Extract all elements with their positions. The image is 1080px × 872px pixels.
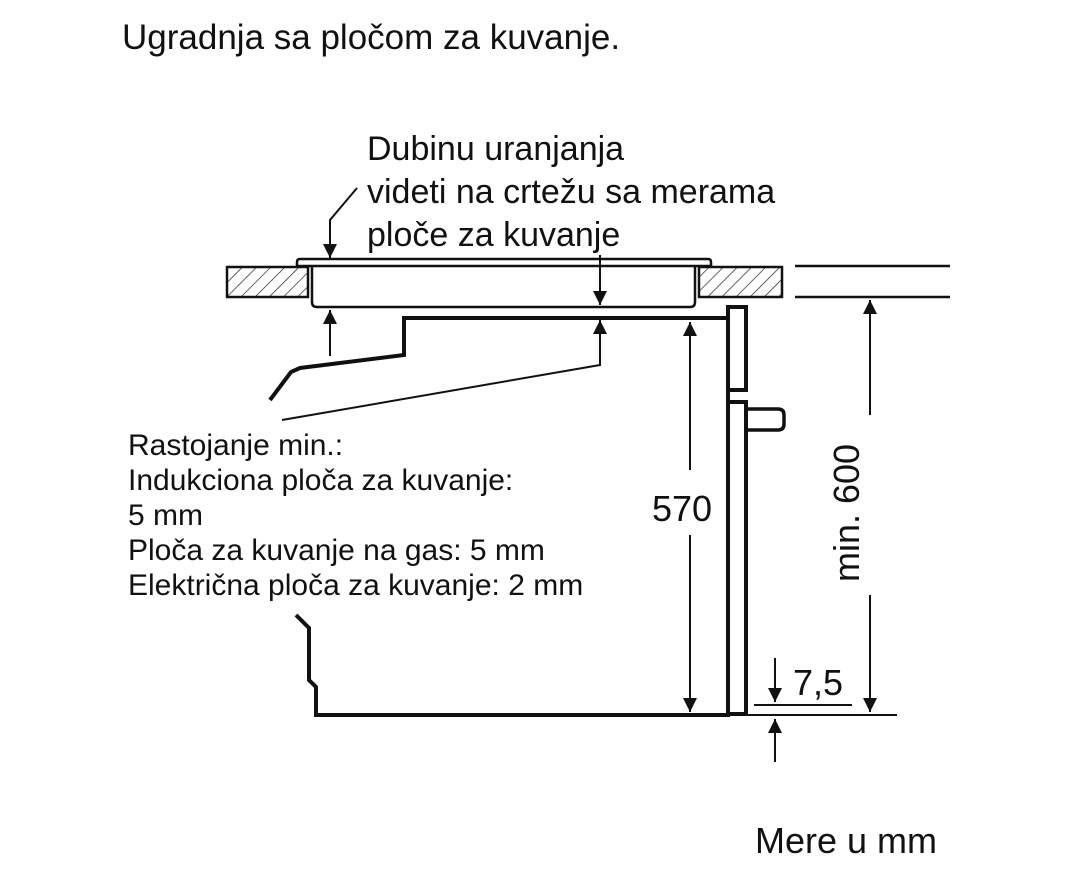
oven <box>268 305 786 717</box>
note-line: ploče za kuvanje <box>367 216 621 254</box>
note-line: Električna ploča za kuvanje: 2 mm <box>128 569 584 602</box>
worktop <box>225 264 950 299</box>
immersion-leader <box>323 187 358 258</box>
cooktop <box>295 257 713 309</box>
note-line: 5 mm <box>128 499 203 532</box>
immersion-depth-note: Dubinu uranjanja videti na crtežu sa mer… <box>367 128 775 257</box>
min-distance-note: Rastojanje min.: Indukciona ploča za kuv… <box>128 428 583 603</box>
note-line: Rastojanje min.: <box>128 429 344 462</box>
oven-height-dimension: 570 <box>652 488 713 529</box>
note-line: Indukciona ploča za kuvanje: <box>128 464 514 497</box>
note-line: Dubinu uranjanja <box>367 130 625 168</box>
dimension-600 <box>740 300 897 716</box>
note-line: Ploča za kuvanje na gas: 5 mm <box>128 534 545 567</box>
diagram-title: Ugradnja sa pločom za kuvanje. <box>122 18 621 57</box>
units-label: Mere u mm <box>755 820 938 861</box>
dimension-7-5 <box>754 658 852 762</box>
clearance-arrows <box>281 255 607 421</box>
note-line: videti na crtežu sa merama <box>367 173 776 211</box>
bottom-gap-dimension: 7,5 <box>793 662 844 703</box>
